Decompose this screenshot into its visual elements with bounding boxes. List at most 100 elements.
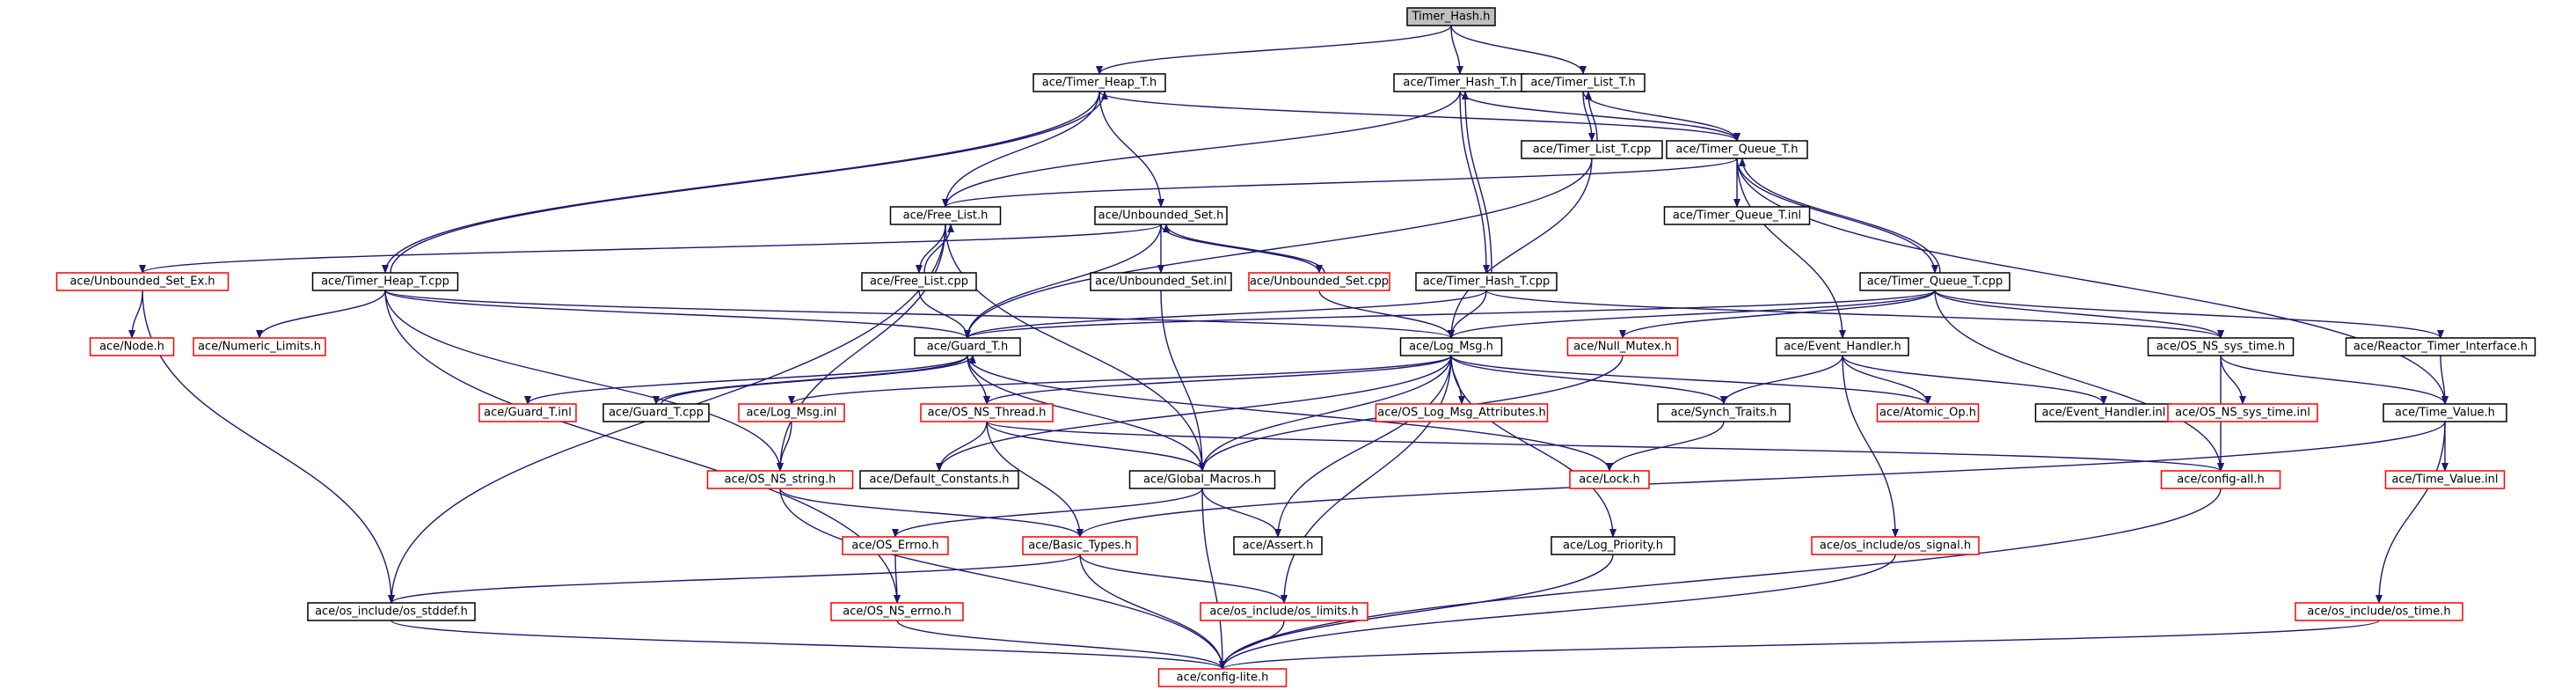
node-ace-timer-queue-t-h[interactable]: ace/Timer_Queue_T.h: [1666, 140, 1808, 159]
node-ace-timer-list-t-cpp[interactable]: ace/Timer_List_T.cpp: [1521, 140, 1663, 159]
edge-ace-free-list-h-to-ace-os-ns-string-h: [777, 224, 946, 472]
node-ace-timer-hash-t-cpp[interactable]: ace/Timer_Hash_T.cpp: [1415, 272, 1558, 291]
edge-ace-basic-types-h-to-ace-config-lite-h: [1079, 554, 1226, 670]
edge-ace-guard-t-h-to-ace-global-macros-h: [967, 355, 1206, 472]
node-ace-log-priority-h[interactable]: ace/Log_Priority.h: [1551, 536, 1675, 555]
edge-ace-log-msg-h-to-ace-assert-h: [1274, 355, 1452, 538]
node-box: [311, 272, 459, 291]
node-ace-basic-types-h[interactable]: ace/Basic_Types.h: [1022, 536, 1138, 555]
edge-ace-timer-queue-t-cpp-to-ace-os-ns-sys-time-h: [1934, 290, 2224, 339]
node-box: [706, 470, 854, 489]
node-box: [1415, 272, 1558, 291]
node-ace-free-list-h[interactable]: ace/Free_List.h: [889, 206, 1002, 225]
edge-ace-free-list-h-to-ace-free-list-cpp: [916, 224, 946, 274]
node-ace-default-constants-h[interactable]: ace/Default_Constants.h: [859, 470, 1019, 489]
edge-ace-os-include-os-time-h-to-ace-config-lite-h: [1219, 620, 2380, 670]
node-label: ace/Guard_T.cpp: [609, 407, 704, 420]
edge-ace-unbounded-set-cpp-to-ace-unbounded-set-h: [1163, 224, 1325, 274]
node-ace-timer-queue-t-inl[interactable]: ace/Timer_Queue_T.inl: [1663, 206, 1811, 225]
edge-ace-os-ns-thread-h-to-ace-default-constants-h: [936, 421, 988, 472]
node-box: [1399, 337, 1503, 356]
node-ace-guard-t-inl[interactable]: ace/Guard_T.inl: [478, 403, 577, 422]
node-ace-timer-heap-t-cpp[interactable]: ace/Timer_Heap_T.cpp: [311, 272, 459, 291]
node-ace-os-include-os-limits-h[interactable]: ace/os_include/os_limits.h: [1200, 602, 1368, 621]
node-ace-reactor-timer-interface-h[interactable]: ace/Reactor_Timer_Interface.h: [2345, 337, 2536, 356]
node-label: ace/Timer_Heap_T.cpp: [321, 275, 449, 289]
node-ace-node-h[interactable]: ace/Node.h: [89, 337, 175, 356]
node-ace-config-all-h[interactable]: ace/config-all.h: [2160, 470, 2281, 489]
node-label: ace/Free_List.h: [903, 209, 989, 223]
node-box: [842, 536, 949, 555]
edge-ace-log-msg-h-to-ace-log-msg-inl: [788, 355, 1452, 405]
node-ace-timer-queue-t-cpp[interactable]: ace/Timer_Queue_T.cpp: [1859, 272, 2010, 291]
edge-ace-log-msg-h-to-ace-os-ns-thread-h: [983, 355, 1452, 405]
node-ace-free-list-cpp[interactable]: ace/Free_List.cpp: [861, 272, 977, 291]
node-label: ace/Time_Value.h: [2395, 407, 2495, 420]
node-label: ace/os_include/os_stddef.h: [315, 606, 468, 619]
edge-ace-guard-t-cpp-to-ace-guard-t-h: [660, 355, 976, 405]
node-label: ace/Free_List.cpp: [870, 275, 968, 289]
node-ace-timer-list-t-h[interactable]: ace/Timer_List_T.h: [1521, 73, 1646, 92]
edge-ace-free-list-cpp-to-ace-free-list-h: [923, 224, 954, 274]
edge-ace-timer-queue-t-cpp-to-ace-timer-queue-t-h: [1739, 158, 1941, 274]
edge-timer-hash-h-to-ace-timer-list-t-h: [1450, 25, 1587, 75]
node-label: ace/Global_Macros.h: [1143, 473, 1261, 487]
node-ace-unbounded-set-h[interactable]: ace/Unbounded_Set.h: [1094, 206, 1228, 225]
edge-ace-os-include-os-signal-h-to-ace-config-lite-h: [1219, 554, 1896, 670]
node-ace-synch-traits-h[interactable]: ace/Synch_Traits.h: [1657, 403, 1791, 422]
node-ace-os-include-os-signal-h[interactable]: ace/os_include/os_signal.h: [1811, 536, 1980, 555]
node-label: ace/Event_Handler.h: [1784, 341, 1901, 354]
node-ace-unbounded-set-inl[interactable]: ace/Unbounded_Set.inl: [1090, 272, 1232, 291]
node-ace-os-include-os-stddef-h[interactable]: ace/os_include/os_stddef.h: [307, 602, 476, 621]
node-label: ace/Guard_T.h: [927, 341, 1008, 354]
node-label: ace/Default_Constants.h: [869, 473, 1009, 487]
node-ace-unbounded-set-ex-h[interactable]: ace/Unbounded_Set_Ex.h: [55, 272, 230, 291]
node-ace-numeric-limits-h[interactable]: ace/Numeric_Limits.h: [193, 337, 326, 356]
node-ace-log-msg-h[interactable]: ace/Log_Msg.h: [1399, 337, 1503, 356]
node-ace-os-log-msg-attributes-h[interactable]: ace/OS_Log_Msg_Attributes.h: [1375, 403, 1549, 422]
node-ace-os-ns-errno-h[interactable]: ace/OS_NS_errno.h: [830, 602, 964, 621]
node-label: ace/Guard_T.inl: [484, 407, 572, 420]
node-ace-event-handler-inl[interactable]: ace/Event_Handler.inl: [2034, 403, 2173, 422]
node-ace-global-macros-h[interactable]: ace/Global_Macros.h: [1128, 470, 1276, 489]
node-box: [1033, 73, 1166, 92]
node-label: ace/Timer_Hash_T.cpp: [1423, 275, 1551, 289]
node-ace-event-handler-h[interactable]: ace/Event_Handler.h: [1776, 337, 1909, 356]
node-ace-guard-t-h[interactable]: ace/Guard_T.h: [914, 337, 1021, 356]
node-ace-log-msg-inl[interactable]: ace/Log_Msg.inl: [738, 403, 845, 422]
edge-ace-time-value-h-to-ace-os-include-os-time-h: [2375, 421, 2446, 604]
node-label: ace/Timer_Queue_T.inl: [1673, 209, 1801, 223]
node-box: [889, 206, 1002, 225]
node-ace-null-mutex-h[interactable]: ace/Null_Mutex.h: [1566, 337, 1679, 356]
node-ace-timer-heap-t-h[interactable]: ace/Timer_Heap_T.h: [1033, 73, 1166, 92]
edge-ace-guard-t-h-to-ace-lock-h: [967, 355, 1613, 472]
edge-ace-unbounded-set-ex-h-to-ace-node-h: [128, 290, 143, 339]
node-box: [830, 602, 964, 621]
node-ace-os-errno-h[interactable]: ace/OS_Errno.h: [842, 536, 949, 555]
edge-ace-timer-hash-t-cpp-to-ace-os-ns-sys-time-h: [1485, 290, 2224, 339]
node-ace-os-ns-sys-time-h[interactable]: ace/OS_NS_sys_time.h: [2147, 337, 2295, 356]
node-box: [1157, 668, 1288, 687]
node-label: ace/OS_NS_errno.h: [843, 606, 952, 619]
node-ace-config-lite-h[interactable]: ace/config-lite.h: [1157, 668, 1288, 687]
node-ace-os-ns-string-h[interactable]: ace/OS_NS_string.h: [706, 470, 854, 489]
node-ace-guard-t-cpp[interactable]: ace/Guard_T.cpp: [602, 403, 710, 422]
node-ace-lock-h[interactable]: ace/Lock.h: [1569, 470, 1650, 489]
node-ace-os-ns-thread-h[interactable]: ace/OS_NS_Thread.h: [920, 403, 1054, 422]
node-box: [1521, 140, 1663, 159]
edge-ace-guard-t-h-to-ace-guard-t-inl: [524, 355, 968, 405]
node-box: [1551, 536, 1675, 555]
node-ace-unbounded-set-cpp[interactable]: ace/Unbounded_Set.cpp: [1248, 272, 1390, 291]
node-ace-time-value-h[interactable]: ace/Time_Value.h: [2383, 403, 2507, 422]
node-ace-os-ns-sys-time-inl[interactable]: ace/OS_NS_sys_time.inl: [2167, 403, 2318, 422]
node-ace-assert-h[interactable]: ace/Assert.h: [1233, 536, 1323, 555]
edge-ace-timer-heap-t-h-to-ace-timer-heap-t-cpp: [382, 91, 1100, 274]
node-ace-time-value-inl[interactable]: ace/Time_Value.inl: [2384, 470, 2506, 489]
node-label: ace/Null_Mutex.h: [1573, 341, 1672, 354]
node-ace-timer-hash-t-h[interactable]: ace/Timer_Hash_T.h: [1393, 73, 1527, 92]
node-ace-os-include-os-time-h[interactable]: ace/os_include/os_time.h: [2295, 602, 2463, 621]
node-ace-atomic-op-h[interactable]: ace/Atomic_Op.h: [1876, 403, 1980, 422]
node-label: ace/Lock.h: [1579, 473, 1640, 487]
edge-ace-timer-queue-t-cpp-to-ace-guard-t-h: [964, 290, 1936, 339]
edge-ace-timer-hash-t-cpp-to-ace-guard-t-h: [964, 290, 1487, 339]
